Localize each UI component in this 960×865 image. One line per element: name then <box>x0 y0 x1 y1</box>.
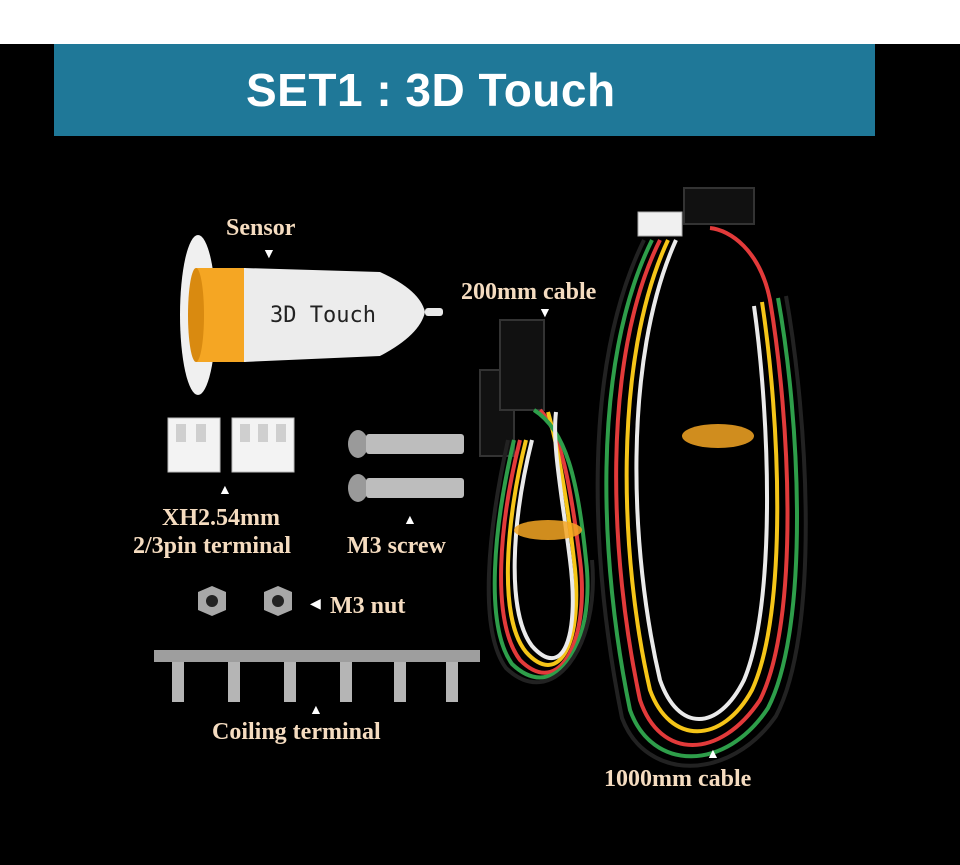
m3-nuts <box>198 586 292 616</box>
arrow-left-icon: ◀ <box>310 597 321 612</box>
xh-terminals <box>167 417 295 473</box>
arrow-down-icon: ▼ <box>262 247 276 262</box>
sensor-illustration: 3D Touch <box>180 235 443 395</box>
label-1000mm-cable: 1000mm cable <box>604 766 752 792</box>
arrow-down-icon: ▼ <box>538 306 552 321</box>
arrow-up-icon: ▲ <box>706 747 720 762</box>
label-sensor: Sensor <box>226 215 296 241</box>
title-banner: SET1 : 3D Touch <box>54 44 875 136</box>
arrow-up-icon: ▲ <box>403 513 417 528</box>
label-coiling-terminal: Coiling terminal <box>212 719 381 745</box>
label-m3-screw: M3 screw <box>347 533 446 559</box>
arrow-up-icon: ▲ <box>309 703 323 718</box>
label-xh254: XH2.54mm <box>162 505 280 531</box>
label-200mm-cable: 200mm cable <box>461 279 597 305</box>
label-pin-terminal: 2/3pin terminal <box>133 533 292 559</box>
top-white-strip <box>0 0 960 44</box>
cable-1000mm <box>595 187 808 768</box>
label-m3-nut: M3 nut <box>330 593 406 619</box>
cable-200mm <box>479 319 595 685</box>
coiling-terminal-strip <box>154 650 480 702</box>
sensor-body-text: 3D Touch <box>270 303 376 328</box>
arrow-up-icon: ▲ <box>218 483 232 498</box>
m3-screws <box>348 430 464 502</box>
banner-title: SET1 : 3D Touch <box>246 64 616 116</box>
